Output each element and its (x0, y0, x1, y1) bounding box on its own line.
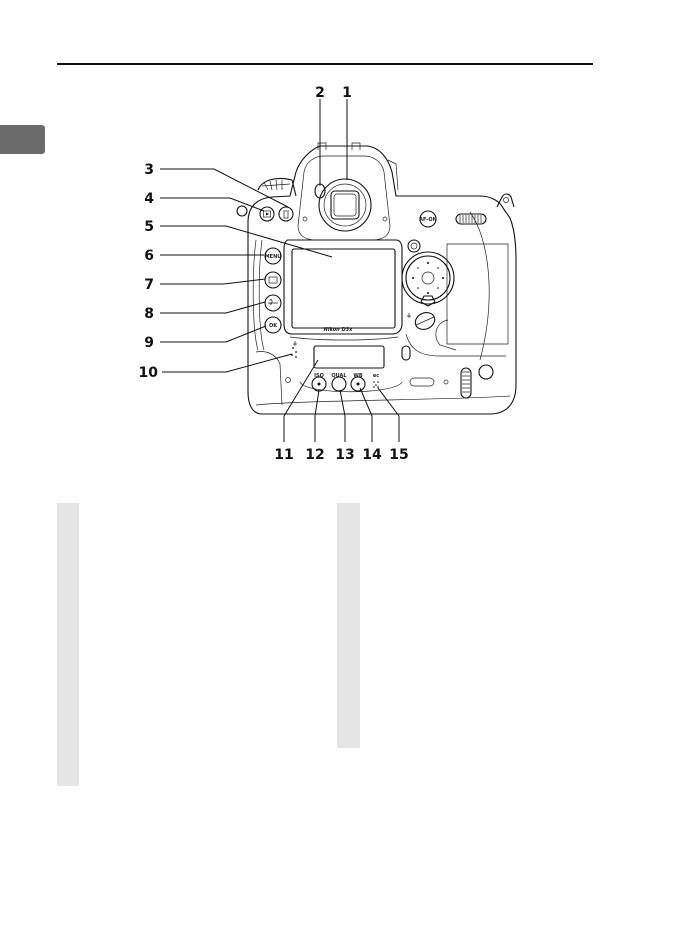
menu-label: MENU (265, 254, 282, 260)
callout-4: 4 (144, 191, 154, 207)
qual-label: QUAL (331, 373, 347, 379)
callout-5: 5 (144, 219, 154, 235)
protect-button[interactable] (264, 294, 282, 312)
section-tab (0, 125, 45, 154)
callout-15: 15 (389, 447, 408, 463)
callout-11: 11 (274, 447, 293, 463)
wb-button[interactable] (350, 376, 366, 392)
callout-12: 12 (305, 447, 324, 463)
microphone (291, 341, 297, 358)
callout-labels: 2 1 3 4 5 6 7 8 9 10 11 12 13 14 15 (139, 85, 409, 463)
screen-brand: Nikon D3x (324, 327, 353, 333)
metering-button[interactable] (407, 239, 421, 253)
callout-13: 13 (335, 447, 354, 463)
callout-1: 1 (342, 85, 352, 101)
top-rule (57, 63, 593, 65)
callout-10: 10 (139, 365, 159, 381)
af-on-label: AF-ON (419, 217, 437, 223)
legend-column-left-bar (57, 503, 79, 786)
callout-3: 3 (144, 162, 154, 178)
callout-14: 14 (362, 447, 382, 463)
thumbnail-zoom-out-button[interactable] (264, 271, 282, 289)
delete-button[interactable] (278, 206, 294, 222)
ok-label: OK (269, 323, 278, 329)
qual-button[interactable] (331, 376, 347, 392)
legend-column-right-bar (337, 503, 360, 748)
camera-body: Nikon D3x MENU OK ISO QUAL WB ec (236, 142, 517, 415)
wb-label: WB (353, 373, 363, 379)
mic-label: ec (373, 373, 379, 379)
callout-2: 2 (315, 85, 325, 101)
info-button[interactable] (401, 345, 411, 361)
menu-button[interactable] (264, 247, 282, 265)
sub-command-dial[interactable] (460, 367, 472, 399)
vertical-af-on-button[interactable] (478, 364, 494, 380)
playback-button[interactable] (259, 206, 275, 222)
callout-9: 9 (144, 335, 154, 351)
multi-selector[interactable] (405, 255, 451, 301)
leader-lines (160, 99, 400, 442)
focus-selector-lock[interactable] (413, 310, 438, 333)
mic-dots (373, 381, 379, 388)
callout-8: 8 (144, 306, 154, 322)
callout-6: 6 (144, 248, 154, 264)
main-command-dial[interactable] (455, 213, 487, 225)
left-button-column: MENU OK (252, 239, 282, 351)
ok-button[interactable] (264, 316, 282, 334)
control-panel (313, 345, 385, 369)
callout-7: 7 (144, 277, 154, 293)
iso-label: ISO (314, 373, 324, 379)
multi-selector-center[interactable] (421, 271, 435, 285)
af-on-button[interactable] (419, 210, 437, 228)
